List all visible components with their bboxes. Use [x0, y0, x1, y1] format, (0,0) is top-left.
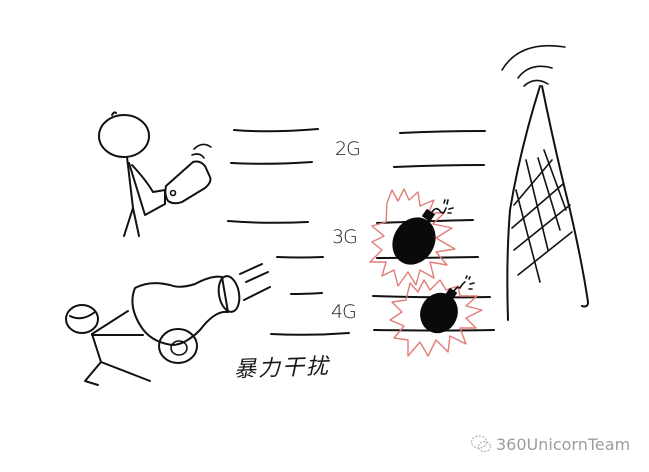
- explosion-3g: [369, 188, 456, 287]
- watermark: 360UnicornTeam: [470, 432, 630, 456]
- signal-waves-icon: [191, 143, 212, 159]
- bomb-icon-3g: [392, 199, 454, 265]
- attacker-head: [65, 304, 99, 334]
- band-label-4g: 4G: [331, 301, 357, 323]
- band-label-3g: 3G: [332, 226, 358, 248]
- cannon-blast-lines: [239, 263, 271, 301]
- attacker-arms: [91, 310, 144, 336]
- cannon-icon: [131, 263, 271, 364]
- tower-lattice: [511, 149, 573, 283]
- phone-icon: [164, 143, 212, 205]
- band-label-2g: 2G: [335, 138, 361, 160]
- attacker-figure: [65, 304, 151, 386]
- caption-brute-force-jamming: 暴力干扰: [233, 354, 331, 383]
- left-band-lines: [227, 128, 350, 336]
- phone-user-figure: [98, 111, 212, 237]
- phone-user-arm: [128, 162, 166, 216]
- wechat-icon: [470, 435, 492, 453]
- phone-user-hair: [111, 111, 117, 116]
- bomb-icon-4g: [420, 275, 475, 334]
- phone-user-body: [123, 156, 140, 237]
- attacker-grin: [69, 311, 96, 320]
- explosion-4g: [389, 279, 483, 357]
- attacker-body: [84, 333, 151, 386]
- phone-user-head: [98, 114, 150, 158]
- cell-tower-icon: [501, 44, 589, 321]
- watermark-text: 360UnicornTeam: [496, 434, 631, 454]
